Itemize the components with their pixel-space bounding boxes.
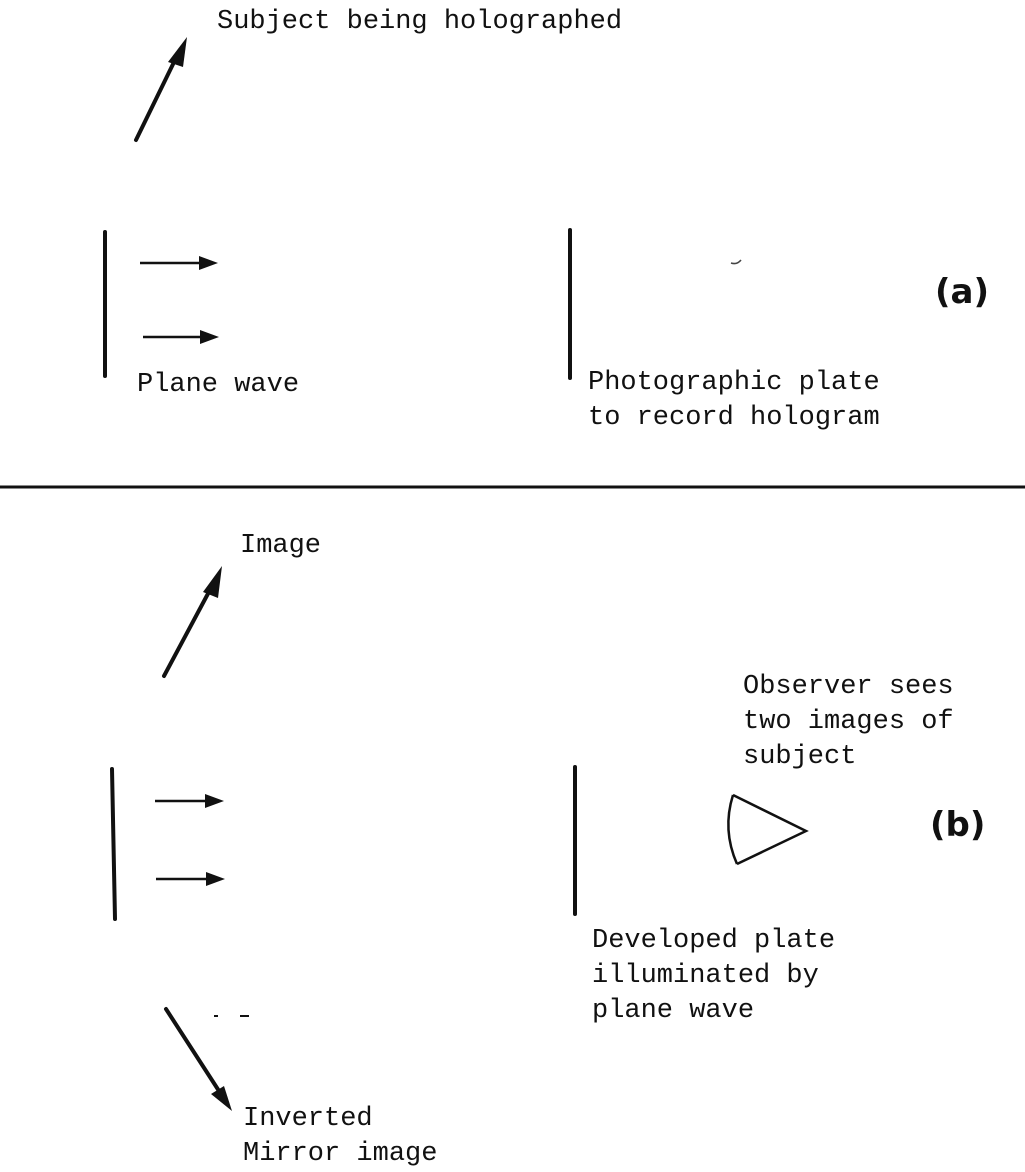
plane-wave-label-a: Plane wave xyxy=(137,370,300,400)
panel-b-tag: (b) xyxy=(930,805,986,845)
inverted-image-arrow xyxy=(164,1007,232,1111)
plane-wave-arrow-b1 xyxy=(155,794,224,808)
observer-label-line1: Observer sees xyxy=(743,672,954,702)
observer-label-line3: subject xyxy=(743,742,857,772)
developed-plate-label-line3: plane wave xyxy=(592,996,755,1026)
photographic-plate-label-line1: Photographic plate xyxy=(588,368,880,398)
plane-wave-arrow-b2 xyxy=(156,872,225,886)
inverted-label-line1: Inverted xyxy=(243,1104,373,1134)
developed-plate-label-line2: illuminated by xyxy=(592,961,819,991)
image-label: Image xyxy=(240,531,322,561)
panel-a-tag: (a) xyxy=(935,272,990,312)
photographic-plate-label-line2: to record hologram xyxy=(588,403,880,433)
plane-wave-arrow-a1 xyxy=(140,256,218,270)
image-arrow xyxy=(162,566,222,678)
wave-source-line-b xyxy=(110,767,117,921)
developed-plate-label-line1: Developed plate xyxy=(592,926,836,956)
stray-mark xyxy=(730,259,742,265)
observer-label-line2: two images of xyxy=(743,707,954,737)
inverted-label-line2: Mirror image xyxy=(243,1139,438,1169)
plane-wave-arrow-a2 xyxy=(143,330,219,344)
observer-eye-icon xyxy=(727,793,809,866)
subject-arrow xyxy=(134,37,187,142)
subject-label: Subject being holographed xyxy=(217,7,623,37)
